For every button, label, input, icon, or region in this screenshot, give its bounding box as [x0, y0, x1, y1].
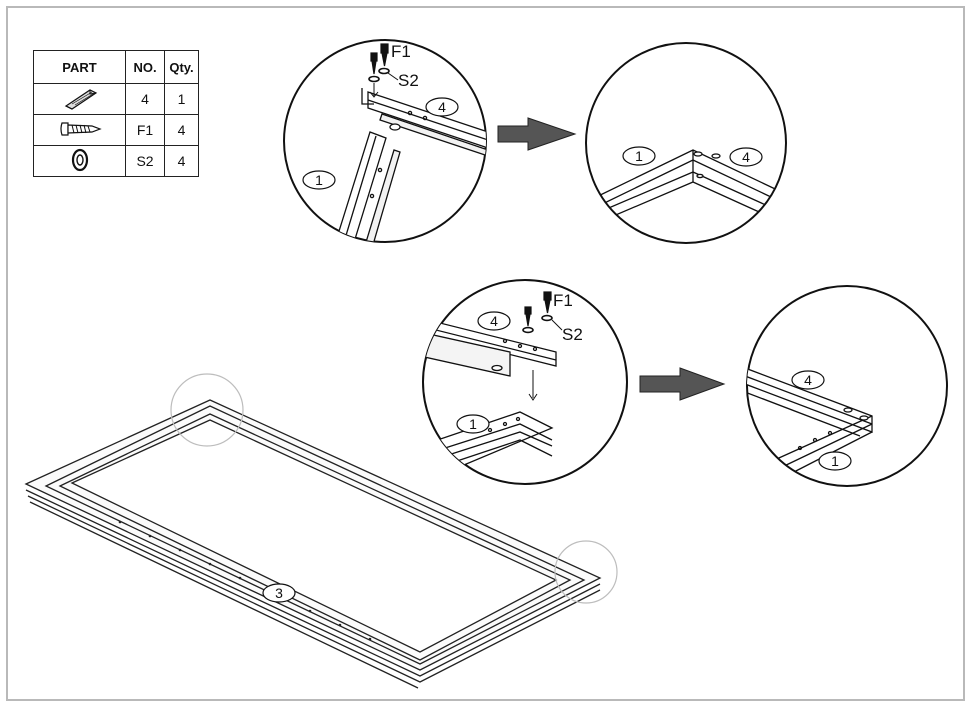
parts-table: PART NO. Qty. 4 1 F1 4 [33, 50, 199, 177]
part-qty: 4 [164, 145, 199, 177]
header-qty: Qty. [164, 50, 199, 84]
detail-circle-mid-result: 4 1 [746, 285, 948, 487]
label-screw-f1: F1 [553, 291, 573, 310]
part-no: S2 [125, 145, 165, 177]
callout-part-1: 1 [469, 416, 477, 432]
label-washer-s2: S2 [398, 71, 419, 90]
callout-part-1: 1 [635, 148, 643, 164]
arrow-step-mid [639, 367, 726, 401]
screw-icon [33, 114, 126, 146]
callout-part-4: 4 [438, 99, 446, 115]
detail-circle-mid-assembly: F1 S2 4 1 [422, 279, 628, 485]
label-screw-f1: F1 [391, 42, 411, 61]
callout-part-3: 3 [275, 585, 283, 601]
part-qty: 1 [164, 83, 199, 115]
detail-circle-top-assembly: F1 S2 4 1 [283, 39, 487, 243]
callout-part-1: 1 [831, 453, 839, 469]
base-frame [24, 373, 618, 689]
callout-part-4: 4 [742, 149, 750, 165]
parts-row: S2 4 [33, 145, 199, 177]
callout-part-1: 1 [315, 172, 323, 188]
callout-part-4: 4 [804, 372, 812, 388]
detail-circle-top-result: 1 4 [585, 42, 787, 244]
label-washer-s2: S2 [562, 325, 583, 344]
part-no: F1 [125, 114, 165, 146]
washer-icon [33, 145, 126, 177]
arrow-step-top [497, 117, 577, 151]
callout-part-4: 4 [490, 313, 498, 329]
parts-row: 4 1 [33, 83, 199, 115]
